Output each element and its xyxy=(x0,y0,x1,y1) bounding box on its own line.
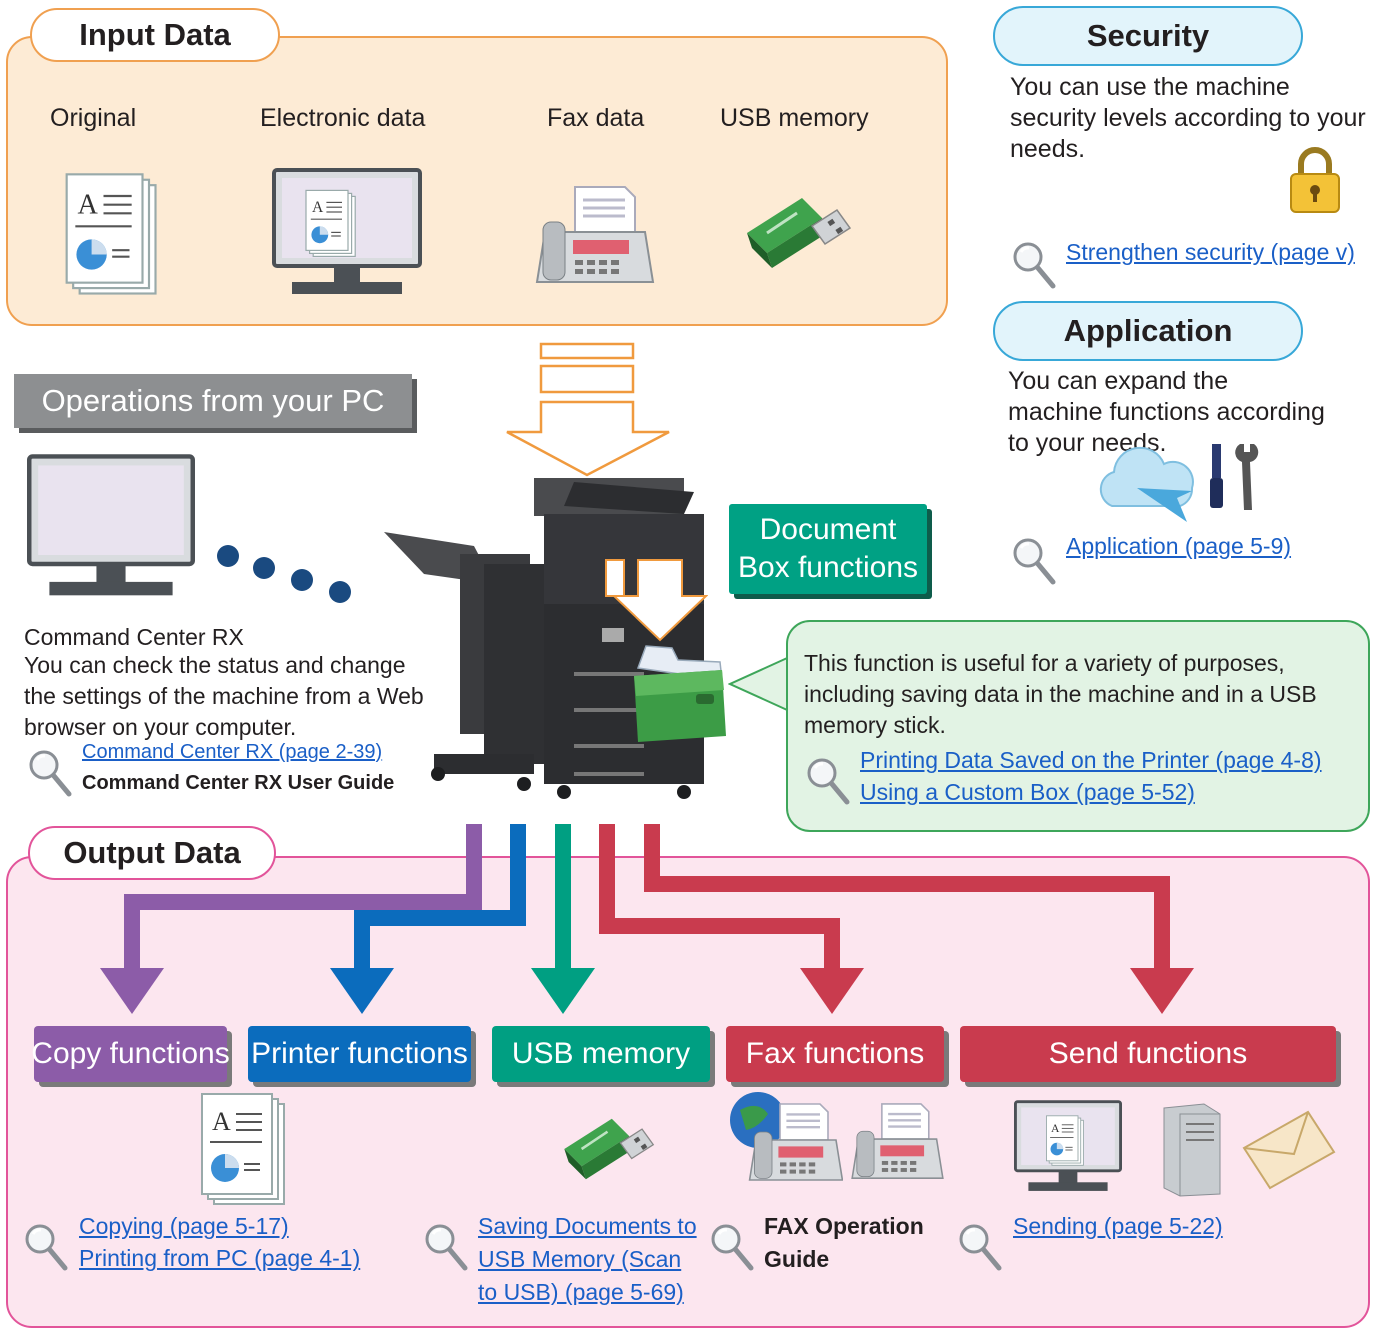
custom-box-link[interactable]: Using a Custom Box (page 5-52) xyxy=(860,779,1195,805)
application-magnifier-icon xyxy=(1012,536,1056,586)
document-box-bubble-pointer xyxy=(728,653,797,715)
document-box-folder-icon xyxy=(634,645,726,742)
copying-link[interactable]: Copying (page 5-17) xyxy=(79,1213,289,1239)
fax-machine-icon xyxy=(535,182,655,292)
input-fax-label: Fax data xyxy=(547,104,645,132)
usb-magnifier-icon xyxy=(424,1222,468,1272)
saving-documents-usb-link-line1[interactable]: Saving Documents to xyxy=(478,1213,697,1239)
document-box-arrow xyxy=(605,559,708,642)
printing-data-saved-link[interactable]: Printing Data Saved on the Printer (page… xyxy=(860,747,1322,773)
internet-fax-icon xyxy=(730,1092,843,1182)
application-description: You can expand the machine functions acc… xyxy=(1008,367,1325,457)
input-data-title: Input Data xyxy=(30,8,280,62)
fax-guide-line2: Guide xyxy=(764,1246,830,1272)
output-data-title: Output Data xyxy=(28,826,276,880)
copy-magnifier-icon xyxy=(24,1222,68,1272)
pc-monitor-icon xyxy=(27,454,195,600)
application-link[interactable]: Application (page 5-9) xyxy=(1066,533,1292,559)
document-box-magnifier-icon xyxy=(806,756,850,806)
application-title: Application xyxy=(993,301,1303,361)
copy-functions-button[interactable]: Copy functions xyxy=(31,1026,230,1082)
tools-icon xyxy=(1210,444,1259,510)
fax-guide-line1: FAX Operation xyxy=(764,1213,924,1239)
fax-magnifier-icon xyxy=(710,1222,754,1272)
saving-documents-usb-link-line2[interactable]: USB Memory (Scan xyxy=(478,1246,682,1272)
printing-from-pc-link[interactable]: Printing from PC (page 4-1) xyxy=(79,1245,361,1271)
input-data-panel xyxy=(6,36,948,326)
cloud-application-icon xyxy=(1099,446,1194,522)
security-title: Security xyxy=(993,6,1303,66)
command-center-guide: Command Center RX User Guide xyxy=(82,772,395,794)
sending-link[interactable]: Sending (page 5-22) xyxy=(1013,1213,1223,1239)
connection-dots xyxy=(217,545,351,603)
fax-icon xyxy=(850,1100,945,1186)
document-box-title: Document Box functions xyxy=(729,504,927,594)
document-box-bubble xyxy=(786,620,1370,832)
send-monitor-icon xyxy=(1014,1100,1122,1194)
usb-memory-button[interactable]: USB memory xyxy=(492,1026,710,1082)
output-usb-icon xyxy=(560,1110,655,1188)
input-usb-label: USB memory xyxy=(720,104,869,132)
document-box-description: This function is useful for a variety of… xyxy=(804,650,1317,738)
fax-operation-guide: FAX Operation Guide xyxy=(764,1210,924,1276)
security-magnifier-icon xyxy=(1012,240,1056,290)
document-box-title-line2: Box functions xyxy=(737,551,919,584)
email-envelope-icon xyxy=(1242,1110,1336,1190)
command-center-magnifier-icon xyxy=(28,748,72,798)
command-center-description: You can check the status and change the … xyxy=(24,652,424,740)
strengthen-security-link[interactable]: Strengthen security (page v) xyxy=(1066,239,1355,265)
input-flow-arrow xyxy=(506,342,670,477)
usb-memory-icon xyxy=(742,188,852,278)
original-document-icon xyxy=(55,170,165,300)
document-box-title-line1: Document xyxy=(759,513,897,546)
fax-functions-button[interactable]: Fax functions xyxy=(726,1026,944,1082)
send-functions-button[interactable]: Send functions xyxy=(960,1026,1336,1082)
input-original-label: Original xyxy=(50,104,137,132)
copy-document-icon xyxy=(190,1090,294,1210)
printer-functions-button[interactable]: Printer functions xyxy=(248,1026,471,1082)
padlock-icon xyxy=(1290,147,1340,213)
saving-documents-usb-link-line3[interactable]: to USB) (page 5-69) xyxy=(478,1279,684,1305)
command-center-link[interactable]: Command Center RX (page 2-39) xyxy=(82,741,383,763)
server-icon xyxy=(1163,1103,1221,1197)
command-center-heading: Command Center RX xyxy=(24,624,244,650)
security-description: You can use the machine security levels … xyxy=(1010,73,1366,163)
send-magnifier-icon xyxy=(958,1222,1002,1272)
output-data-panel xyxy=(6,856,1370,1328)
output-flow-arrows xyxy=(100,824,1194,1014)
input-electronic-label: Electronic data xyxy=(260,104,426,132)
electronic-data-monitor-icon xyxy=(272,168,422,298)
pc-operations-title: Operations from your PC xyxy=(14,374,412,428)
